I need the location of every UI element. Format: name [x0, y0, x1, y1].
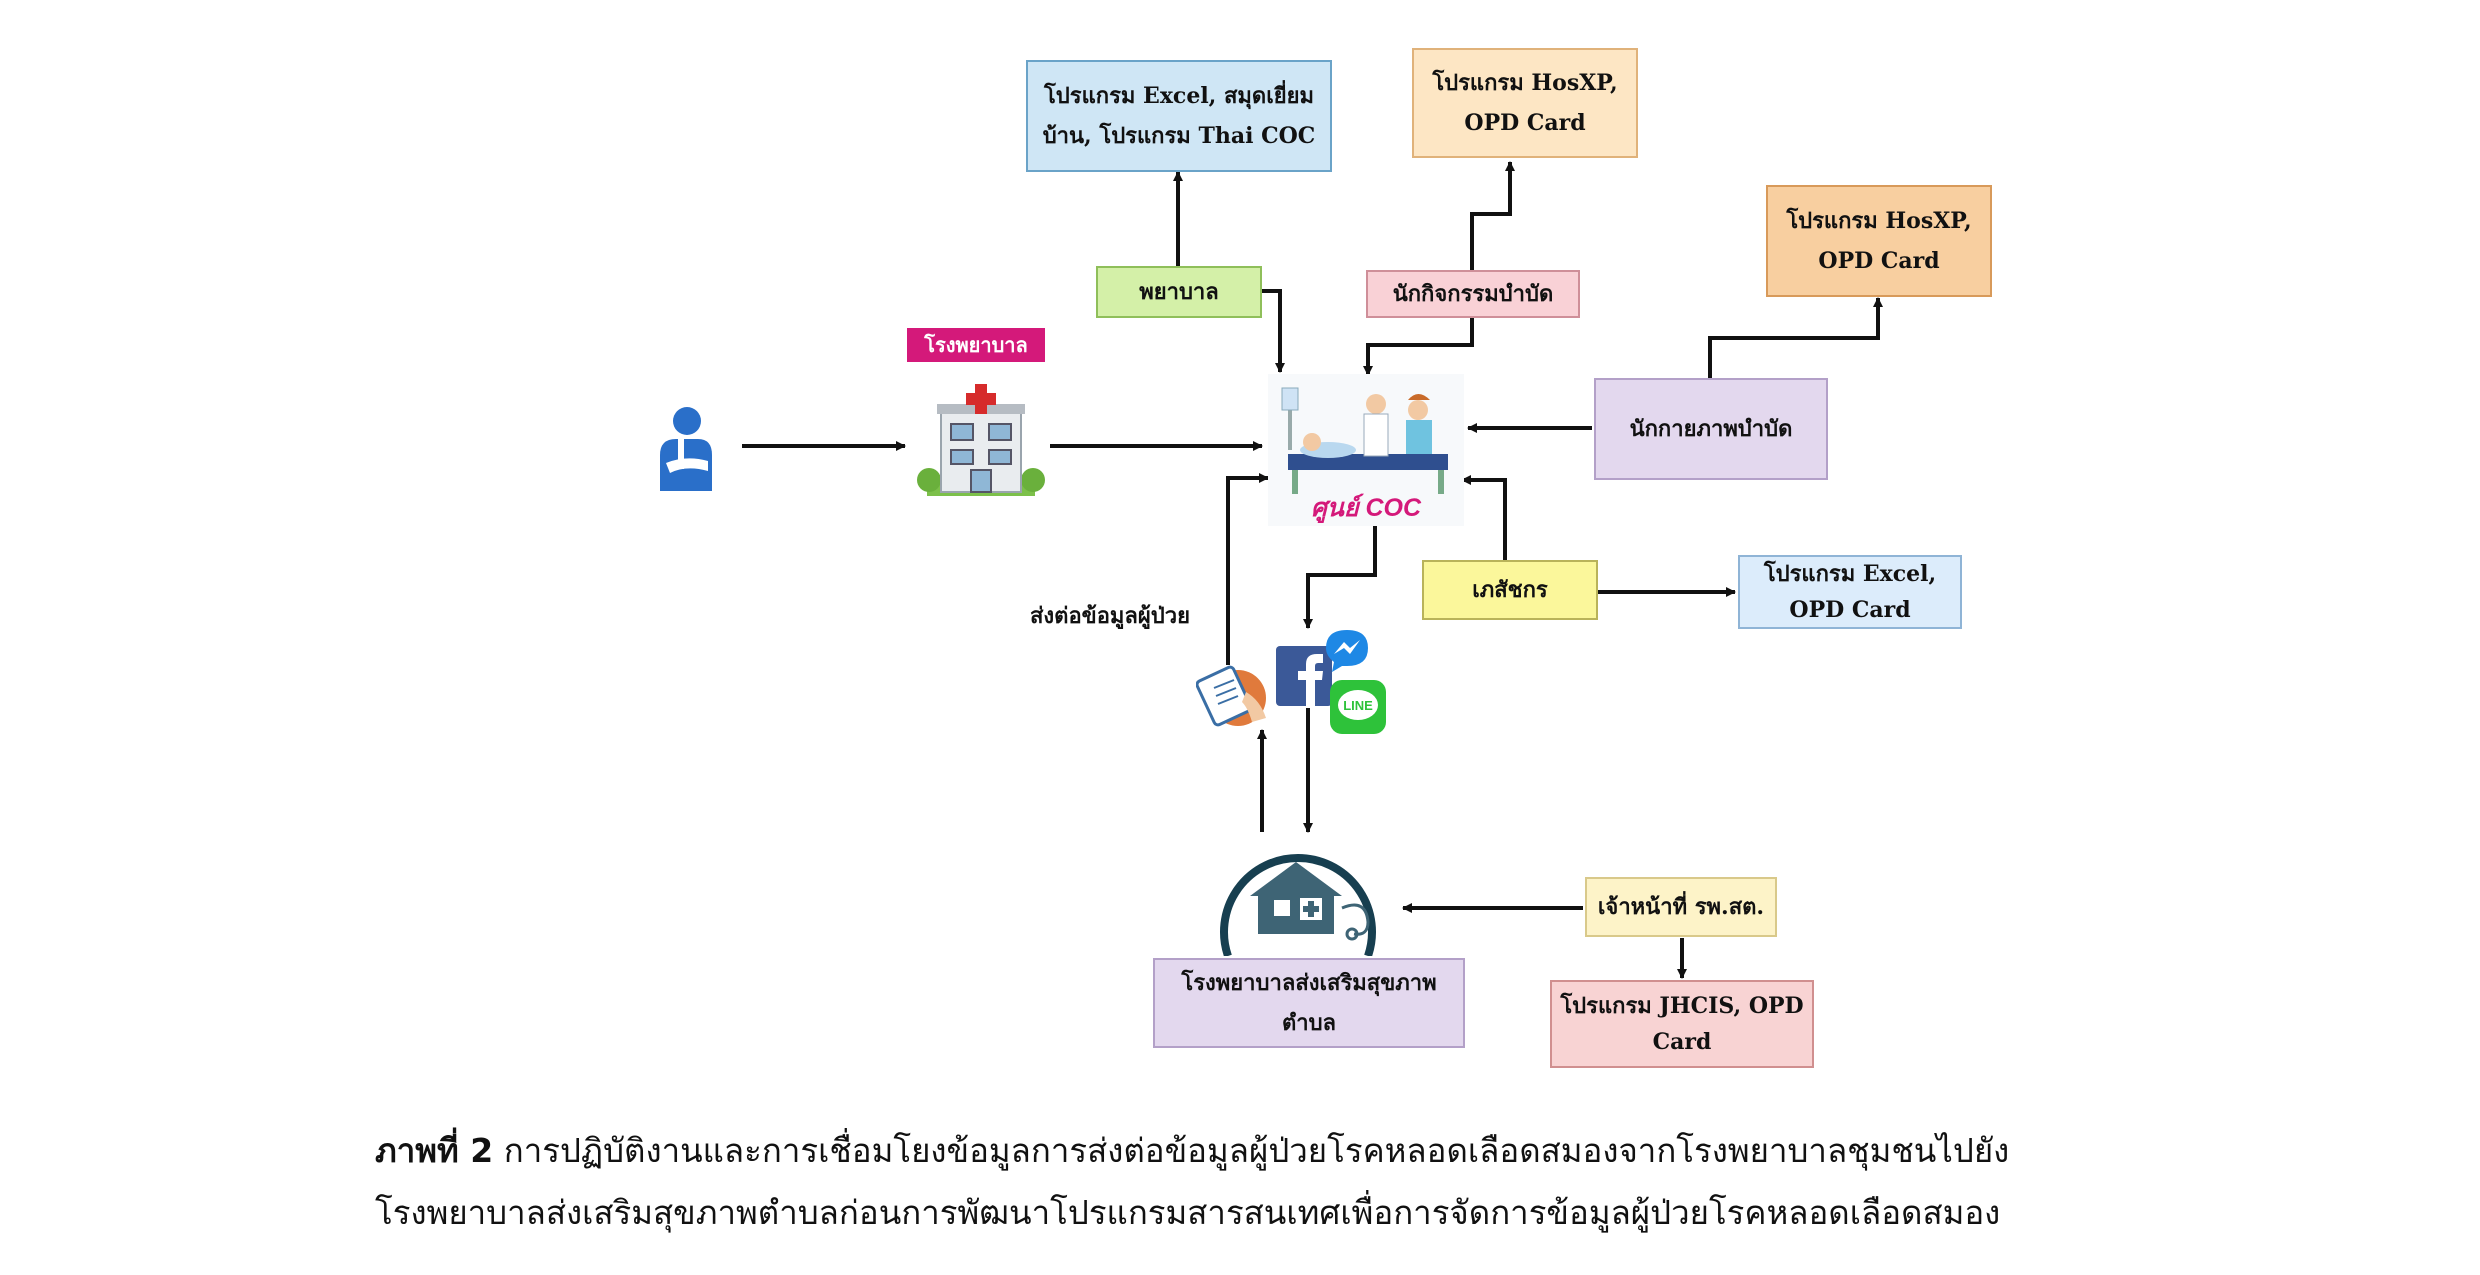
occupational-therapist-label: นักกิจกรรมบำบัด	[1392, 281, 1554, 307]
caption-text-line1: การปฏิบัติงานและการเชื่อมโยงข้อมูลการส่ง…	[493, 1131, 2010, 1170]
line-app-label: LINE	[1343, 698, 1373, 713]
coc-center-label: ศูนย์ COC	[1311, 493, 1422, 523]
occupational-therapist-box: นักกิจกรรมบำบัด	[1366, 270, 1580, 318]
arrow-nurse-to-coc	[1262, 289, 1285, 373]
facebook-icon	[1276, 646, 1332, 706]
hospital-tag: โรงพยาบาล	[907, 328, 1045, 362]
sub-district-hospital-line2: ตำบล	[1281, 1010, 1337, 1036]
physiotherapist-box: นักกายภาพบำบัด	[1594, 378, 1828, 480]
excel-thai-coc-line1: โปรแกรม Excel, สมุดเยี่ยม	[1043, 83, 1315, 109]
sub-district-hospital-box: โรงพยาบาลส่งเสริมสุขภาพ ตำบล	[1153, 958, 1465, 1048]
health-officer-label: เจ้าหน้าที่ รพ.สต.	[1597, 894, 1765, 920]
hosxp-right-line2: OPD Card	[1818, 248, 1940, 274]
jhcis-line2: Card	[1652, 1029, 1712, 1055]
refer-patient-data-label: ส่งต่อข้อมูลผู้ป่วย	[1030, 603, 1191, 629]
jhcis-line1: โปรแกรม JHCIS, OPD	[1560, 993, 1804, 1019]
injured-patient-icon	[660, 407, 712, 491]
pharmacist-box: เภสัชกร	[1422, 560, 1598, 620]
excel-opd-line1: โปรแกรม Excel,	[1763, 561, 1937, 587]
figure-caption: ภาพที่ 2 การปฏิบัติงานและการเชื่อมโยงข้อ…	[375, 1120, 2275, 1244]
hospital-tag-label: โรงพยาบาล	[924, 333, 1028, 357]
nurse-box: พยาบาล	[1096, 266, 1262, 318]
sub-district-hospital-line1: โรงพยาบาลส่งเสริมสุขภาพ	[1181, 970, 1437, 996]
excel-opd-box: โปรแกรม Excel, OPD Card	[1738, 555, 1962, 629]
coc-center-illustration: ศูนย์ COC	[1268, 374, 1464, 526]
hosxp-top-line2: OPD Card	[1464, 110, 1586, 136]
arrow-coc-to-social	[1303, 525, 1377, 629]
messenger-icon	[1326, 630, 1368, 672]
line-app-icon: LINE	[1330, 680, 1386, 734]
excel-thai-coc-box: โปรแกรม Excel, สมุดเยี่ยม บ้าน, โปรแกรม …	[1026, 60, 1332, 172]
hosxp-top-line1: โปรแกรม HosXP,	[1432, 70, 1618, 96]
hosxp-top-box: โปรแกรม HosXP, OPD Card	[1412, 48, 1638, 158]
arrow-ot-to-coc	[1363, 318, 1474, 376]
caption-text-line2: โรงพยาบาลส่งเสริมสุขภาพตำบลก่อนการพัฒนาโ…	[375, 1193, 2001, 1232]
excel-opd-line2: OPD Card	[1789, 597, 1911, 623]
pharmacist-label: เภสัชกร	[1472, 577, 1548, 603]
arrow-refer-to-coc	[1226, 473, 1269, 665]
caption-line1: ภาพที่ 2 การปฏิบัติงานและการเชื่อมโยงข้อ…	[375, 1120, 2275, 1182]
excel-thai-coc-line2: บ้าน, โปรแกรม Thai COC	[1042, 123, 1316, 149]
arrow-physio-to-hosxp	[1708, 297, 1883, 378]
hosxp-right-line1: โปรแกรม HosXP,	[1786, 208, 1972, 234]
referral-clipboard-icon	[1196, 665, 1266, 727]
health-officer-box: เจ้าหน้าที่ รพ.สต.	[1585, 877, 1777, 937]
caption-figure-number: ภาพที่ 2	[375, 1131, 494, 1170]
hospital-building-icon	[917, 384, 1045, 496]
arrow-pharmacist-to-coc	[1461, 475, 1507, 560]
sub-district-hospital-icon	[1220, 854, 1376, 956]
arrow-ot-to-hosxp	[1470, 161, 1515, 270]
jhcis-box: โปรแกรม JHCIS, OPD Card	[1550, 980, 1814, 1068]
nurse-label: พยาบาล	[1139, 279, 1219, 305]
hosxp-right-box: โปรแกรม HosXP, OPD Card	[1766, 185, 1992, 297]
physiotherapist-label: นักกายภาพบำบัด	[1629, 416, 1793, 442]
